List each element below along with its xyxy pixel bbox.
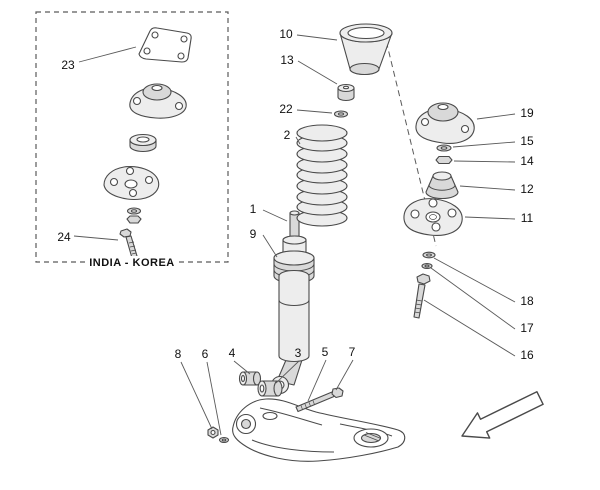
callout-4: 4 [229, 346, 236, 360]
arm-washer-part-6 [218, 436, 230, 444]
callout-19: 19 [520, 106, 534, 120]
callout-5: 5 [322, 345, 329, 359]
rubber-bushing-part-12 [425, 171, 459, 200]
inset-caption: INDIA - KOREA [89, 257, 175, 269]
callout-18: 18 [520, 294, 534, 308]
arm-nut-part-8 [207, 426, 219, 439]
inset-kit-box: INDIA - KOREA [35, 11, 229, 269]
gasket-plate-part [138, 27, 192, 63]
mount-plate-part [103, 166, 160, 200]
callout-12: 12 [520, 182, 534, 196]
through-bolt-part [295, 387, 344, 413]
lower-mount-plate-part-11 [403, 198, 463, 236]
callout-9: 9 [250, 227, 257, 241]
top-mount-part-19 [415, 102, 475, 144]
bolt-part-24 [119, 228, 138, 259]
shock-absorber-strut [270, 210, 315, 395]
strut-body [278, 269, 310, 363]
callout-24: 24 [57, 230, 71, 244]
callout-13: 13 [280, 53, 294, 67]
callout-6: 6 [202, 347, 209, 361]
leader-lines [73, 34, 516, 436]
bushing-sleeve-part-3 [257, 380, 283, 397]
piston-rod [289, 210, 300, 241]
bearing-part [129, 133, 157, 153]
callout-23: 23 [61, 58, 75, 72]
callout-14: 14 [520, 154, 534, 168]
callout-11: 11 [521, 211, 534, 225]
washer-part-17 [421, 263, 433, 269]
callout-3: 3 [295, 346, 302, 360]
nut-part [126, 215, 142, 224]
callout-8: 8 [175, 347, 182, 361]
dust-cup-part-10 [339, 23, 393, 76]
caption-backing [86, 256, 178, 269]
washer-part-15 [436, 144, 452, 152]
nut-part-14 [435, 155, 453, 165]
callout-1: 1 [250, 202, 257, 216]
bump-stop-part-13 [337, 83, 355, 102]
callout-labels: 23 24 10 13 22 2 1 9 19 15 14 12 11 18 1… [57, 27, 534, 362]
callout-17: 17 [520, 321, 534, 335]
coil-spring [296, 124, 348, 227]
inset-box-border [35, 11, 229, 263]
strut-mount-part [129, 83, 187, 119]
callout-10: 10 [279, 27, 293, 41]
direction-arrow-icon [461, 391, 544, 439]
lower-control-arm [232, 398, 406, 462]
callout-7: 7 [349, 345, 356, 359]
callout-22: 22 [279, 102, 293, 116]
bushing-part-4 [238, 371, 262, 386]
washer-part-18 [422, 251, 436, 259]
bolt-part-16 [413, 273, 431, 319]
callout-16: 16 [520, 348, 534, 362]
washer-part-22 [333, 110, 349, 118]
callout-15: 15 [520, 134, 534, 148]
washer-part [126, 207, 142, 215]
callout-2: 2 [284, 128, 291, 142]
